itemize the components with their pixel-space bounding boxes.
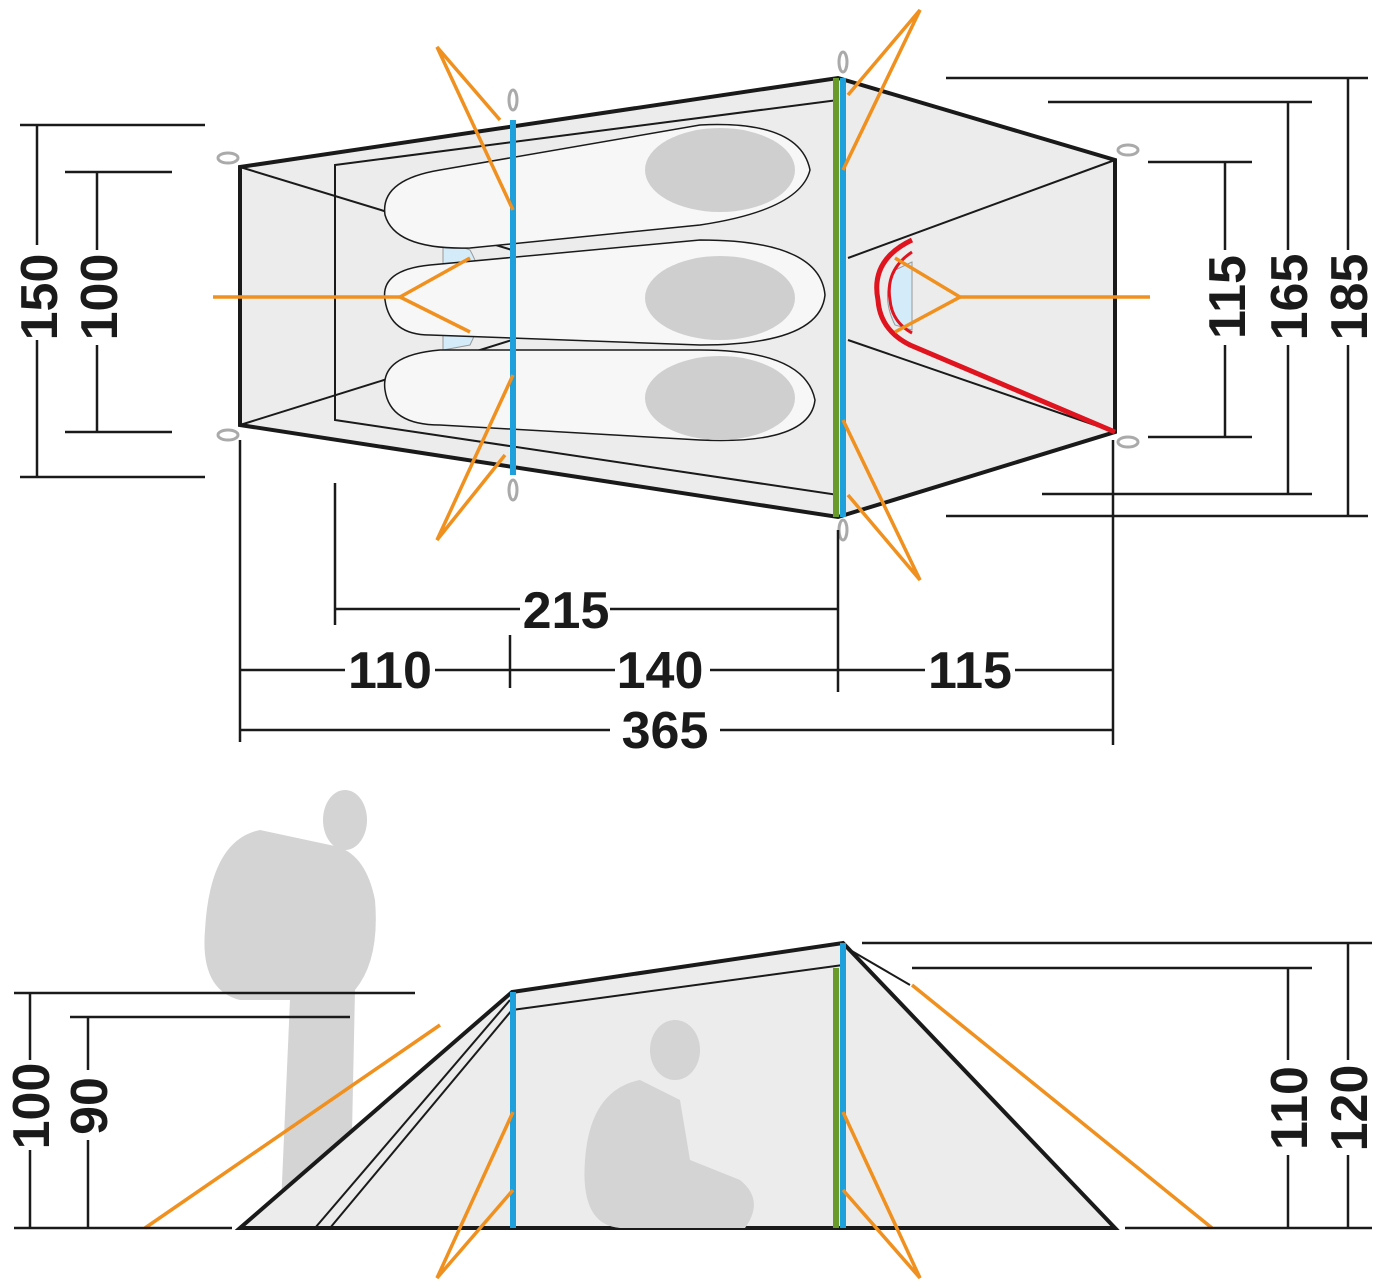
dim-height-110: 110: [1261, 1066, 1319, 1150]
pillows: [645, 128, 795, 440]
dim-length-140: 140: [617, 642, 704, 700]
dim-length-110: 110: [348, 642, 432, 700]
side-view: 100 90 110 120: [3, 790, 1376, 1280]
top-view: 150 100 115 165 185 215 110 140 115 365: [10, 8, 1376, 760]
door-zipper-inner: [887, 250, 913, 335]
dim-width-185: 185: [1321, 254, 1376, 341]
dim-width-165: 165: [1261, 254, 1319, 341]
stakes: [216, 50, 1140, 542]
dim-height-120: 120: [1321, 1065, 1376, 1152]
dim-length-115: 115: [928, 642, 1012, 700]
dimension-labels-top: 150 100 115 165 185 215 110 140 115 365: [10, 245, 1376, 760]
door-zipper: [874, 237, 1116, 435]
dim-length-365: 365: [622, 702, 709, 760]
dim-width-115: 115: [1199, 255, 1257, 339]
dim-width-150: 150: [11, 254, 69, 341]
dim-length-215: 215: [523, 582, 610, 640]
dim-height-100: 100: [3, 1063, 61, 1150]
guy-lines-top: [213, 8, 1150, 582]
dimension-labels-side: 100 90 110 120: [3, 1060, 1376, 1155]
tent-panels: [314, 949, 911, 1229]
dim-width-100: 100: [71, 254, 129, 341]
guy-lines-side: [144, 983, 1214, 1280]
dimension-lines-side: [14, 941, 1372, 1230]
hiker-silhouette: [204, 790, 376, 1228]
dim-height-90: 90: [61, 1077, 119, 1135]
sitting-person-silhouette: [584, 1020, 754, 1228]
